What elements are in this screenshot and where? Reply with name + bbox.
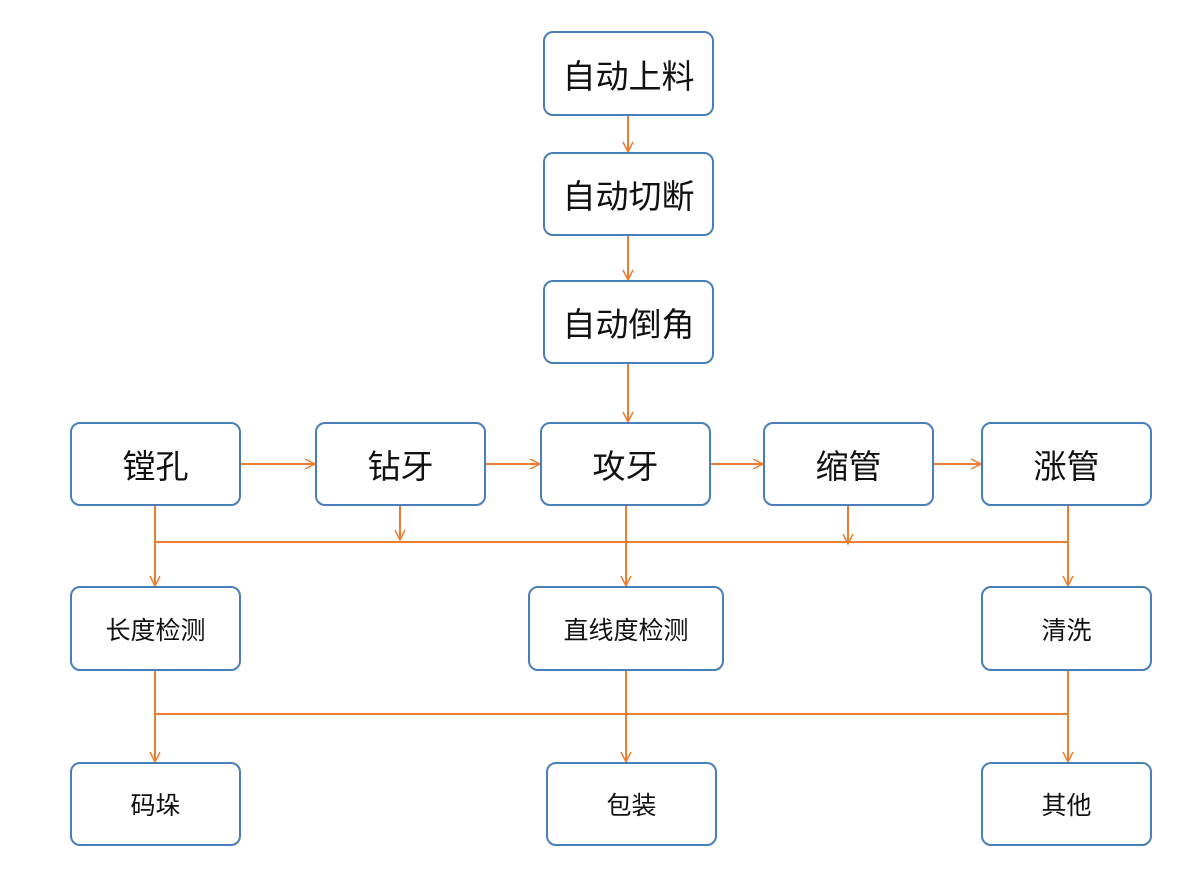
node-cleaning: 清洗 bbox=[981, 586, 1152, 671]
node-tapping: 攻牙 bbox=[540, 422, 711, 506]
node-straightness-check: 直线度检测 bbox=[528, 586, 724, 671]
node-auto-cut: 自动切断 bbox=[543, 152, 714, 236]
node-drilling: 钻牙 bbox=[315, 422, 486, 506]
node-other: 其他 bbox=[981, 762, 1152, 846]
node-boring: 镗孔 bbox=[70, 422, 241, 506]
node-length-check: 长度检测 bbox=[70, 586, 241, 671]
node-stacking: 码垛 bbox=[70, 762, 241, 846]
node-auto-feed: 自动上料 bbox=[543, 31, 714, 116]
node-tube-shrink: 缩管 bbox=[763, 422, 934, 506]
node-auto-chamfer: 自动倒角 bbox=[543, 280, 714, 364]
node-tube-expand: 涨管 bbox=[981, 422, 1152, 506]
node-packing: 包装 bbox=[546, 762, 717, 846]
